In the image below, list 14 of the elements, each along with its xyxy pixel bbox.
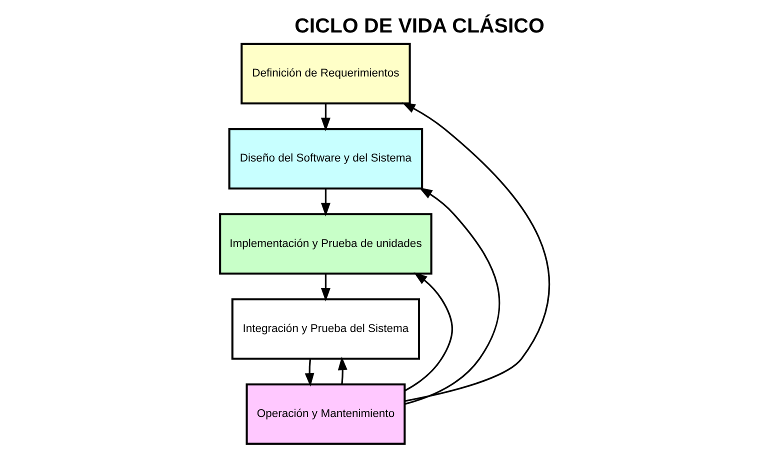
diagram-title: CICLO DE VIDA CLÁSICO	[294, 14, 544, 38]
arrow	[402, 102, 550, 402]
arrow	[320, 273, 330, 302]
node-box: Definición de Requerimientos	[240, 42, 411, 104]
arrow	[320, 188, 330, 216]
node-box: Integración y Prueba del Sistema	[231, 298, 420, 360]
node-box: Implementación y Prueba de unidades	[219, 212, 432, 274]
arrow	[404, 186, 500, 404]
node-box: Diseño del Software y del Sistema	[228, 128, 424, 190]
node-box: Operación y Mantenimiento	[246, 382, 406, 444]
arrow	[320, 103, 330, 131]
arrow	[404, 272, 453, 391]
arrow	[304, 358, 314, 386]
arrow	[338, 356, 348, 384]
